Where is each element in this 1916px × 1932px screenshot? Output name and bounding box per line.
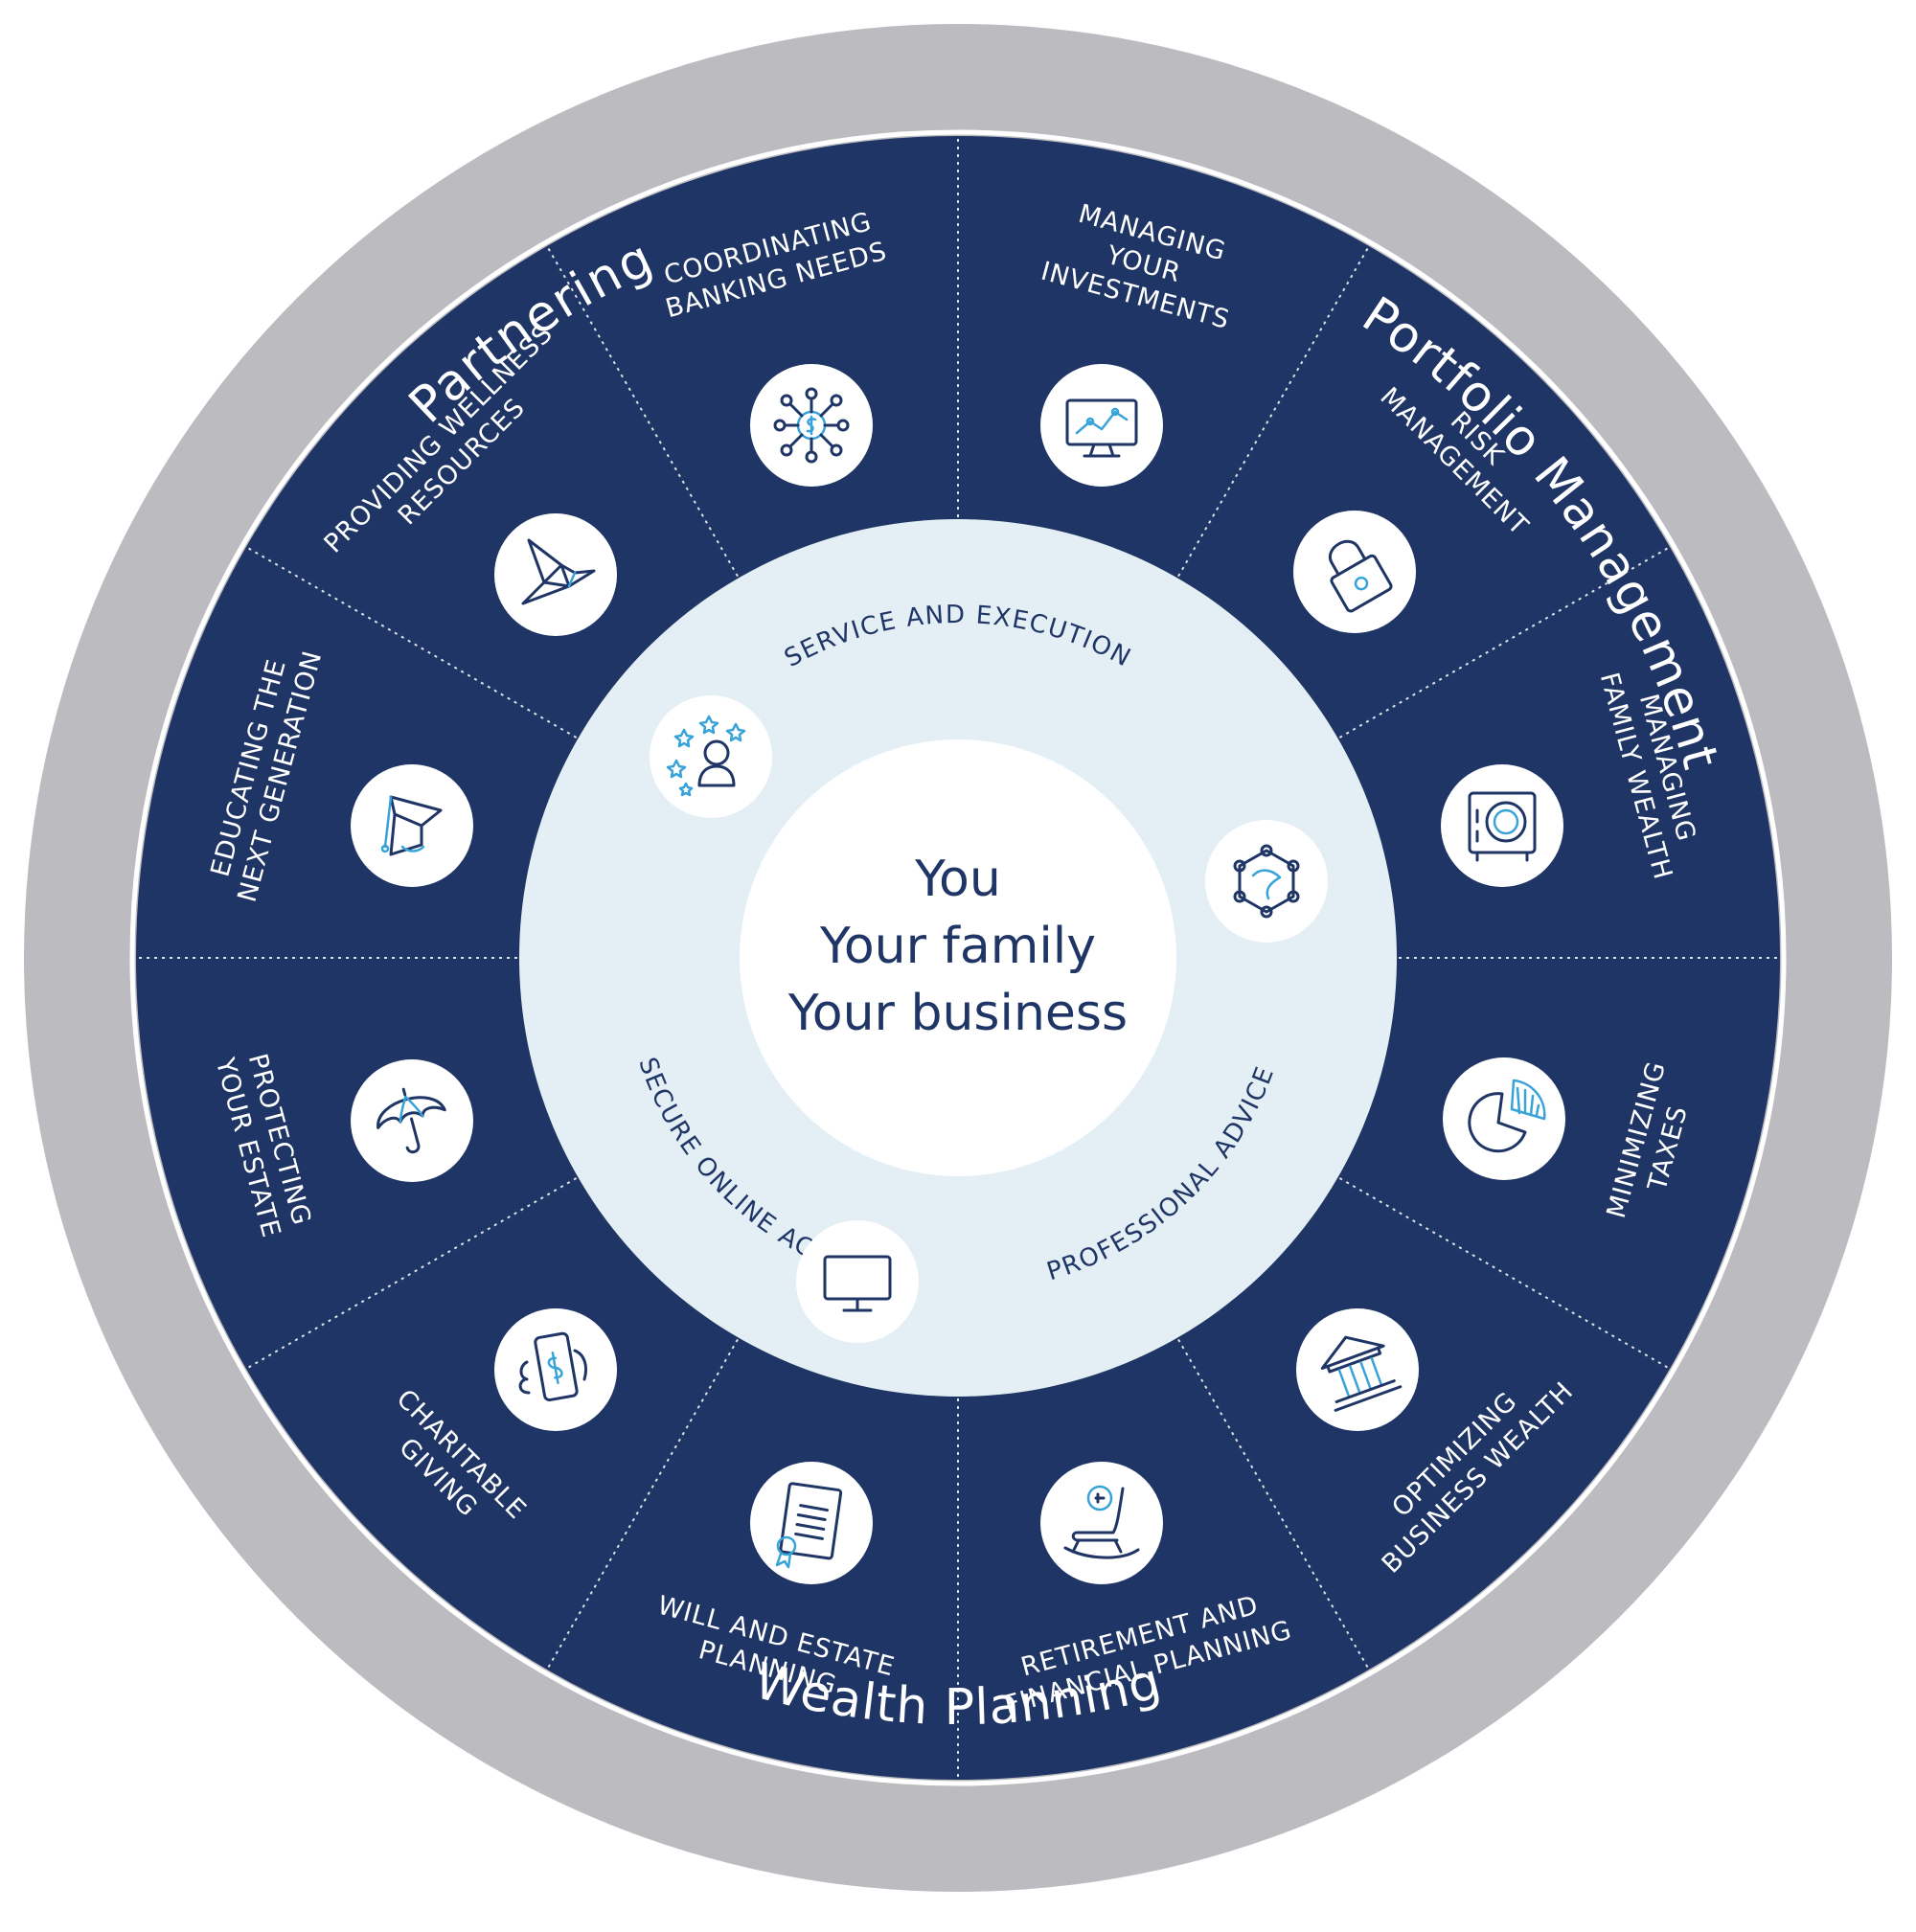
service-star-person-icon — [650, 695, 772, 818]
segment-separators — [138, 138, 1778, 1778]
dollar-network-icon — [750, 364, 873, 487]
outer-ring-edge — [129, 129, 1787, 1786]
segment-separator — [247, 1177, 578, 1369]
center-circle — [740, 739, 1176, 1176]
origami-bird-icon — [494, 513, 617, 636]
segment-separator — [547, 247, 739, 578]
umbrella-icon — [351, 1059, 473, 1182]
monitor-chart-icon — [1040, 364, 1163, 487]
segment-separator — [547, 1338, 739, 1669]
rocking-chair-icon — [1040, 1462, 1163, 1584]
segment-separator — [1338, 1177, 1669, 1369]
bank-building-icon — [1296, 1308, 1419, 1431]
segment-separator — [247, 547, 578, 739]
online-monitor-icon — [796, 1220, 919, 1343]
center-line-you: You — [914, 851, 1001, 908]
padlock-icon — [1293, 511, 1416, 633]
segment-separator — [1177, 247, 1369, 578]
segment-separator — [1177, 1338, 1369, 1669]
graduation-cap-icon — [351, 764, 473, 887]
certificate-document-icon — [750, 1462, 873, 1584]
segment-separator — [1338, 547, 1669, 739]
advice-network-icon — [1205, 820, 1328, 943]
hand-phone-donation-icon — [494, 1308, 617, 1431]
center-line-family: Your family — [819, 918, 1096, 975]
pie-chart-icon — [1443, 1057, 1565, 1180]
safe-icon — [1441, 764, 1563, 887]
center-line-business: Your business — [787, 985, 1128, 1042]
